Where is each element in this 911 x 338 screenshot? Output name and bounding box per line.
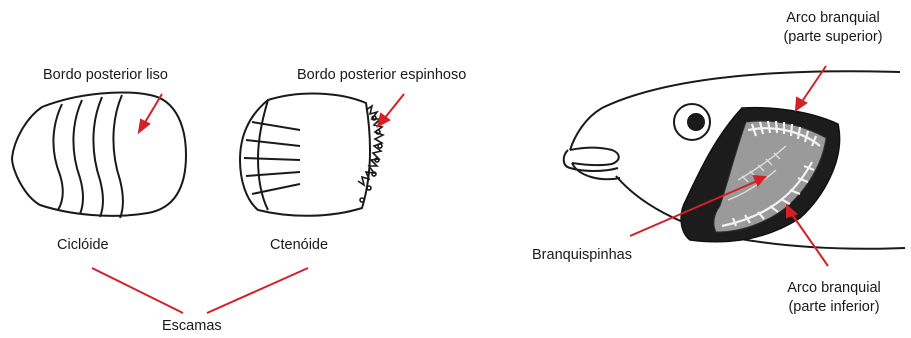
arch-lower-label-line1: Arco branquial bbox=[764, 279, 904, 298]
gill-rakers-label: Branquispinhas bbox=[532, 246, 632, 265]
arch-upper-label-line2: (parte superior) bbox=[763, 28, 903, 47]
pointer-ctenoid-edge bbox=[384, 94, 404, 119]
cycloid-edge-label: Bordo posterior liso bbox=[43, 66, 168, 85]
cycloid-label: Ciclóide bbox=[57, 236, 109, 255]
ctenoid-label: Ctenóide bbox=[270, 236, 328, 255]
pointer-cycloid-edge bbox=[144, 94, 162, 124]
arch-lower-label: Arco branquial (parte inferior) bbox=[764, 279, 904, 317]
pointer-scales-left bbox=[92, 268, 183, 313]
cycloid-scale bbox=[12, 93, 186, 218]
ctenoid-scale bbox=[240, 94, 370, 216]
pointer-arch-lower bbox=[791, 213, 828, 266]
arch-upper-label-line1: Arco branquial bbox=[763, 9, 903, 28]
pointer-scales-right bbox=[207, 268, 308, 313]
eye bbox=[674, 104, 710, 140]
arch-lower-label-line2: (parte inferior) bbox=[764, 298, 904, 317]
scales-label: Escamas bbox=[162, 317, 222, 336]
ctenoid-edge-label: Bordo posterior espinhoso bbox=[297, 66, 466, 85]
arch-upper-label: Arco branquial (parte superior) bbox=[763, 9, 903, 47]
